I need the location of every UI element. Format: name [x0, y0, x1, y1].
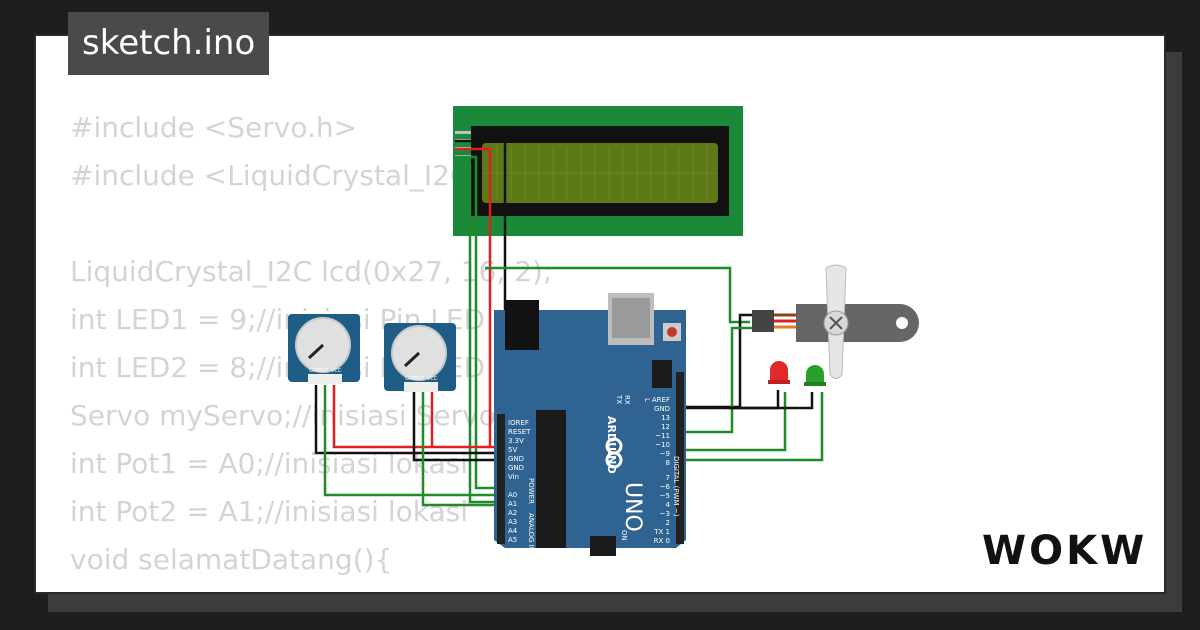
svg-text:WOKWi: WOKWi — [982, 528, 1150, 574]
l-label-text: L — [643, 398, 651, 402]
code-line: lcd.clear(); — [70, 584, 552, 592]
pin-label: A1 — [508, 500, 517, 508]
code-line: #include <Servo.h> — [70, 111, 358, 144]
code-line: int Pot2 = A1;//inisiasi lokasi — [70, 495, 469, 528]
pin-label: 3.3V — [508, 437, 524, 445]
servo-motor[interactable] — [752, 264, 919, 379]
pin-label: Vin — [508, 473, 519, 481]
pin-label: 12 — [661, 423, 670, 431]
pin-label: 13 — [661, 414, 670, 422]
pin-label: 4 — [666, 501, 671, 509]
code-line: Servo myServo;//inisiasi Servo — [70, 399, 496, 432]
p1v-text: VCC — [331, 368, 342, 374]
p1s-text: SIG — [320, 368, 329, 374]
pin-label: ~11 — [655, 432, 670, 440]
pin-label: GND — [654, 405, 670, 413]
pin-label: TX 1 — [653, 528, 670, 536]
wires — [314, 139, 824, 507]
pin-label: RX 0 — [654, 537, 670, 545]
pin-label: GND — [508, 455, 524, 463]
code-line: void selamatDatang(){ — [70, 543, 393, 576]
pin-label: ~9 — [660, 450, 670, 458]
led-red[interactable] — [768, 361, 790, 384]
pin-label: AREF — [652, 396, 670, 404]
dig-label-text: DIGITAL (PWM ~) — [672, 456, 680, 517]
pin-label: 8 — [666, 459, 670, 467]
pin-label: A2 — [508, 509, 517, 517]
pin-label: ~10 — [655, 441, 670, 449]
tx-label-text: TX — [615, 394, 623, 404]
wokwi-logo: WOKWi — [982, 528, 1150, 574]
code-line: LiquidCrystal_I2C lcd(0x27, 16, 2); — [70, 255, 553, 288]
pin-label: IOREF — [508, 419, 529, 427]
pin-label: GND — [508, 464, 524, 472]
pin-label: ~5 — [660, 492, 670, 500]
pin-label: ~6 — [660, 483, 671, 491]
pin-label: A5 — [508, 536, 517, 544]
p2v-text: VCC — [427, 376, 438, 382]
on-label-text: ON — [620, 530, 628, 541]
file-name-tab[interactable]: sketch.ino — [68, 12, 270, 75]
pin-label: A3 — [508, 518, 517, 526]
p2g-text: GND — [405, 376, 417, 382]
pin-label: A0 — [508, 491, 517, 499]
pin-label: A4 — [508, 527, 518, 535]
pin-label: 5V — [508, 446, 517, 454]
pin-label: RESET — [508, 428, 531, 436]
pwr-label-text: POWER — [527, 478, 535, 504]
p2s-text: SIG — [416, 376, 425, 382]
lcd-display[interactable] — [453, 106, 743, 236]
p1g-text: GND — [309, 368, 321, 374]
led-green[interactable] — [804, 365, 826, 386]
ana-label-text: ANALOG IN — [527, 513, 535, 552]
pin-label: 7 — [666, 474, 670, 482]
pin-label: 2 — [666, 519, 670, 527]
rx-label-text: RX — [623, 395, 631, 405]
pin-label: ~3 — [660, 510, 670, 518]
model-uno-text: UNO — [620, 482, 645, 532]
